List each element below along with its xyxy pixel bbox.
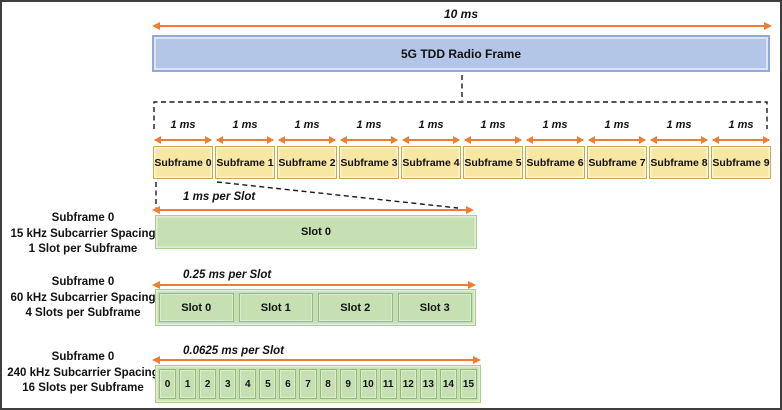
subframe-duration-label: 1 ms: [170, 119, 196, 131]
subframe-duration-label: 1 ms: [480, 119, 506, 131]
slot-row-2-slot-13: 13: [419, 369, 437, 399]
slot-row-1-duration-label: 0.25 ms per Slot: [183, 269, 272, 281]
subframe-column-0: 1 ms Subframe 0: [153, 119, 213, 179]
slot-row-1-slot-1: Slot 1: [238, 293, 313, 322]
slot-row-2-side-line-2: 16 Slots per Subframe: [22, 382, 144, 394]
slot-row-2-slot-1: 1: [179, 369, 197, 399]
radio-frame-box: 5G TDD Radio Frame: [152, 35, 770, 72]
subframe-box-2: Subframe 2: [277, 146, 337, 179]
subframe-box-1: Subframe 1: [215, 146, 275, 179]
subframe-column-3: 1 ms Subframe 3: [339, 119, 399, 179]
subframe-duration-arrow: [402, 136, 460, 144]
slot-row-2-side-line-1: 240 kHz Subcarrier Spacing: [7, 366, 159, 379]
subframe-duration-label: 1 ms: [418, 119, 444, 131]
subframe-duration-label: 1 ms: [604, 119, 630, 131]
slot-row-2-duration-label: 0.0625 ms per Slot: [183, 345, 284, 357]
slot-row-1-slot-0: Slot 0: [159, 293, 234, 322]
subframe-box-6: Subframe 6: [525, 146, 585, 179]
subframe-duration-arrow: [464, 136, 522, 144]
subframe-box-3: Subframe 3: [339, 146, 399, 179]
subframe-column-4: 1 ms Subframe 4: [401, 119, 461, 179]
subframe-duration-arrow: [526, 136, 584, 144]
slot-row-2-slot-4: 4: [239, 369, 257, 399]
slot-row-2-slot-5: 5: [259, 369, 277, 399]
slot-row-2-slot-2: 2: [199, 369, 217, 399]
slot-row-2-slot-10: 10: [359, 369, 377, 399]
frame-duration-label: 10 ms: [443, 7, 479, 21]
radio-frame-title: 5G TDD Radio Frame: [400, 46, 522, 61]
slot-row-1-side-line-2: 4 Slots per Subframe: [25, 307, 141, 319]
slot-row-2-slot-7: 7: [299, 369, 317, 399]
subframe-column-5: 1 ms Subframe 5: [463, 119, 523, 179]
subframe-column-1: 1 ms Subframe 1: [215, 119, 275, 179]
slot-row-2-slot-6: 6: [279, 369, 297, 399]
slot-row-2-slot-3: 3: [219, 369, 237, 399]
slot-row-2-slot-9: 9: [339, 369, 357, 399]
slot-row-1-side-label: Subframe 0 60 kHz Subcarrier Spacing 4 Slo…: [4, 275, 162, 322]
subframe-duration-arrow: [650, 136, 708, 144]
slot-row-1-side-line-1: 60 kHz Subcarrier Spacing: [10, 291, 156, 304]
subframe-box-7: Subframe 7: [587, 146, 647, 179]
slot-row-2-slot-8: 8: [319, 369, 337, 399]
slot-row-0-duration-label: 1 ms per Slot: [183, 191, 256, 203]
subframe-duration-label: 1 ms: [728, 119, 754, 131]
slot-row-2-slot-12: 12: [399, 369, 417, 399]
subframe-box-4: Subframe 4: [401, 146, 461, 179]
subframe-duration-arrow: [712, 136, 770, 144]
subframe-duration-arrow: [154, 136, 212, 144]
subframe-duration-label: 1 ms: [232, 119, 258, 131]
slot-row-2-duration-arrow: [152, 356, 481, 364]
slot-row-0-side-line-0: Subframe 0: [51, 212, 115, 224]
subframe-box-5: Subframe 5: [463, 146, 523, 179]
slot-row-2-slot-0: 0: [159, 369, 177, 399]
slot-row-0-slot-0: Slot 0: [301, 226, 331, 238]
subframe-strip: 1 ms Subframe 0 1 ms Subframe 1 1 ms Subframe…: [153, 119, 771, 179]
slot-row-1-slot-2: Slot 2: [318, 293, 393, 322]
slot-row-0-duration-arrow: [152, 206, 474, 214]
subframe-duration-label: 1 ms: [356, 119, 382, 131]
subframe-column-7: 1 ms Subframe 7: [587, 119, 647, 179]
subframe-duration-arrow: [340, 136, 398, 144]
subframe-box-8: Subframe 8: [649, 146, 709, 179]
slot-row-2-slot-15: 15: [459, 369, 477, 399]
subframe-column-9: 1 ms Subframe 9: [711, 119, 771, 179]
slot-row-0-side-label: Subframe 0 15 kHz Subcarrier Spacing 1 Slo…: [4, 211, 162, 258]
subframe-duration-label: 1 ms: [542, 119, 568, 131]
slot-row-1-side-line-0: Subframe 0: [51, 276, 115, 288]
slot-row-1-duration-arrow: [152, 281, 476, 289]
frame-duration-arrow: [152, 22, 772, 30]
slot-row-2-side-label: Subframe 0 240 kHz Subcarrier Spacing 16 S…: [4, 350, 162, 397]
slot-row-0-container: Slot 0: [155, 215, 477, 249]
subframe-column-2: 1 ms Subframe 2: [277, 119, 337, 179]
subframe-duration-label: 1 ms: [666, 119, 692, 131]
subframe-column-8: 1 ms Subframe 8: [649, 119, 709, 179]
subframe-duration-arrow: [588, 136, 646, 144]
slot-row-0-side-line-1: 15 kHz Subcarrier Spacing: [10, 227, 156, 240]
slot-row-2-side-line-0: Subframe 0: [51, 351, 115, 363]
slot-row-0-side-line-2: 1 Slot per Subframe: [28, 243, 138, 255]
subframe-duration-arrow: [216, 136, 274, 144]
slot-row-2-slot-14: 14: [439, 369, 457, 399]
subframe-duration-arrow: [278, 136, 336, 144]
subframe-box-9: Subframe 9: [711, 146, 771, 179]
subframe-duration-label: 1 ms: [294, 119, 320, 131]
subframe-box-0: Subframe 0: [153, 146, 213, 179]
slot-row-1-slot-3: Slot 3: [397, 293, 472, 322]
subframe-column-6: 1 ms Subframe 6: [525, 119, 585, 179]
slot-row-2-slot-11: 11: [379, 369, 397, 399]
